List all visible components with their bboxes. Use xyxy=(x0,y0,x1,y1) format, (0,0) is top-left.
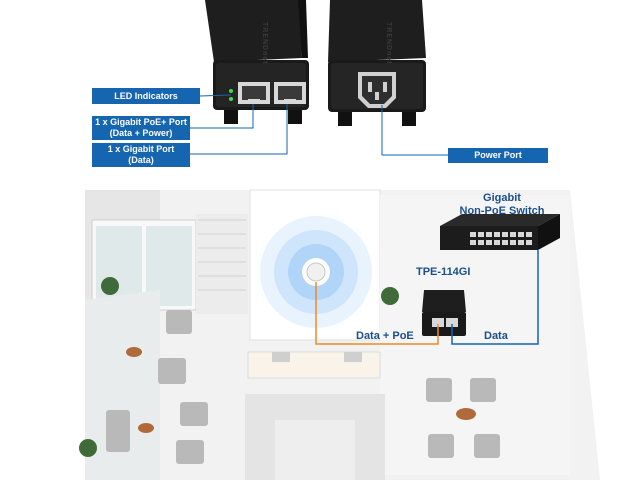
callout-gigabit-text-2: (Data) xyxy=(128,155,154,165)
furniture xyxy=(106,310,500,464)
brand-mark-back: TRENDnet xyxy=(385,22,392,65)
switch-title-line1: Gigabit xyxy=(483,192,521,204)
injector-front-photo xyxy=(205,0,309,124)
scene-injector xyxy=(422,290,466,336)
callout-poe-text-2: (Data + Power) xyxy=(109,128,173,138)
switch-title: Gigabit Non-PoE Switch xyxy=(442,192,562,218)
callout-gigabit-port: 1 x Gigabit Port (Data) xyxy=(92,143,190,167)
wifi-signal-icon xyxy=(260,216,372,328)
ethernet-port-icon xyxy=(274,82,306,104)
callout-power-text: Power Port xyxy=(474,150,522,160)
network-switch xyxy=(440,214,560,250)
data-cable xyxy=(451,250,539,345)
callout-lines xyxy=(190,94,448,156)
injector-model-label: TPE-114GI xyxy=(416,266,471,278)
plants xyxy=(79,277,399,457)
callout-led-text: LED Indicators xyxy=(114,90,178,101)
ethernet-port-icon xyxy=(238,82,270,104)
data-link-label: Data xyxy=(484,330,508,342)
callout-led-indicators: LED Indicators xyxy=(92,88,200,104)
room-scene xyxy=(85,189,600,480)
led-icon xyxy=(229,97,233,101)
callout-poe-port: 1 x Gigabit PoE+ Port (Data + Power) xyxy=(92,116,190,140)
injector-back-photo xyxy=(328,0,426,126)
led-icon xyxy=(229,89,233,93)
power-port-icon xyxy=(358,72,396,108)
brand-mark-front: TRENDnet xyxy=(261,22,268,65)
tables xyxy=(126,347,476,433)
callout-poe-text-1: 1 x Gigabit PoE+ Port xyxy=(95,117,187,127)
switch-title-line2: Non-PoE Switch xyxy=(459,205,545,217)
callout-power-port: Power Port xyxy=(448,148,548,163)
poe-link-label: Data + PoE xyxy=(356,330,414,342)
poe-cable xyxy=(315,282,439,345)
callout-gigabit-text-1: 1 x Gigabit Port xyxy=(107,144,175,154)
